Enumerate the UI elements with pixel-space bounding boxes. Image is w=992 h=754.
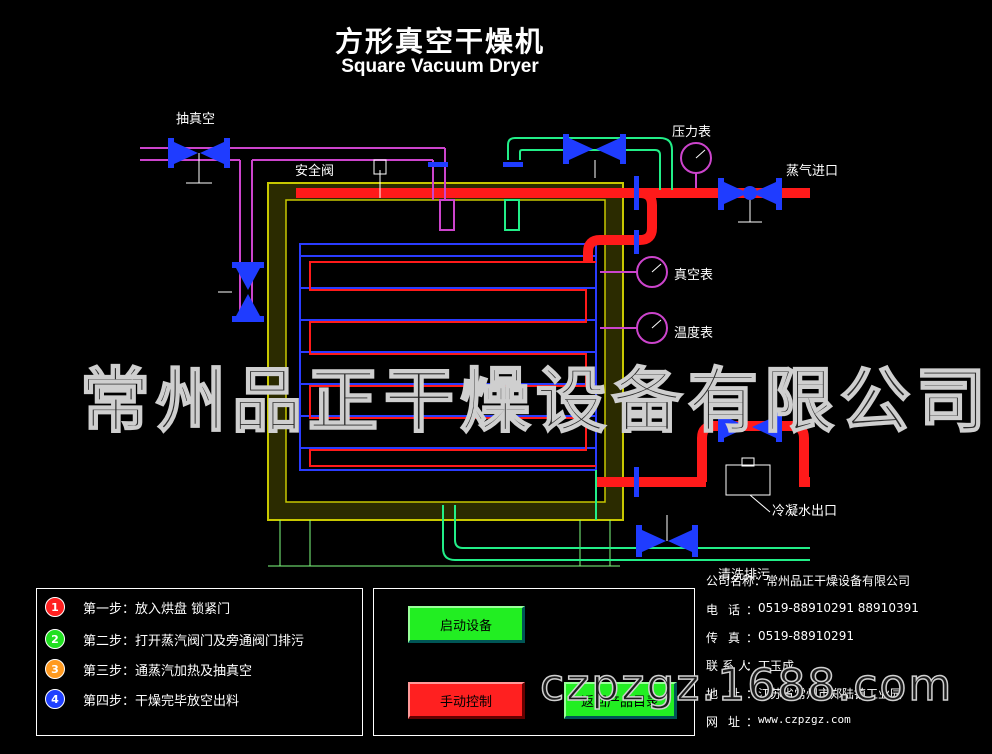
fax-row: 传真：0519-88910291 xyxy=(706,629,854,645)
valve-water[interactable] xyxy=(563,134,626,178)
phone-row: 电话：0519-88910291 88910391 xyxy=(706,601,919,617)
phone-key: 电话 xyxy=(706,603,751,617)
label-steam-inlet: 蒸气进口 xyxy=(786,164,839,179)
step-4: 4 第四步：干燥完毕放空出料 xyxy=(45,687,239,711)
start-button[interactable]: 启动设备 xyxy=(408,606,525,643)
address-row: 地址：江苏省常州市郑陆镇工业园 xyxy=(706,687,903,701)
step-3-text: 第三步：通蒸汽加热及抽真空 xyxy=(83,663,253,679)
step-2-text: 第二步：打开蒸汽阀门及旁通阀门排污 xyxy=(83,633,305,649)
valve-steam-inlet[interactable] xyxy=(718,178,782,223)
site-watermark: czpzgz.1688.com xyxy=(539,659,954,712)
label-temperature-gauge: 温度表 xyxy=(674,326,714,341)
step-1-text: 第一步：放入烘盘 锁紧门 xyxy=(83,601,231,617)
step-3-badge: 3 xyxy=(45,659,65,679)
label-safety-valve: 安全阀 xyxy=(295,164,335,179)
vacuum-pipe xyxy=(140,147,446,320)
valve-drain[interactable] xyxy=(636,515,698,557)
contact-key: 联系人 xyxy=(706,659,755,673)
steam-trap xyxy=(725,457,771,513)
label-condensate-outlet: 冷凝水出口 xyxy=(772,504,838,519)
valve-vacuum[interactable] xyxy=(168,138,230,184)
step-2-badge: 2 xyxy=(45,629,65,649)
manual-control-button[interactable]: 手动控制 xyxy=(408,682,525,719)
title-chinese: 方形真空干燥机 xyxy=(334,25,545,58)
address-key: 地址 xyxy=(706,687,751,701)
temperature-gauge-icon xyxy=(600,312,668,344)
contact-value: 丁玉成 xyxy=(758,659,795,673)
filters xyxy=(373,159,520,231)
label-drain: 清洗排污 xyxy=(718,568,771,583)
company-name: 常州品正干燥设备有限公司 xyxy=(766,574,911,588)
company-watermark: 常州品正干燥设备有限公司 xyxy=(79,359,992,443)
heating-shelves xyxy=(299,243,597,471)
web-row: 网址：www.czpzgz.com xyxy=(706,713,851,729)
step-4-badge: 4 xyxy=(45,689,65,709)
phone-value: 0519-88910291 88910391 xyxy=(758,601,919,615)
step-4-text: 第四步：干燥完毕放空出料 xyxy=(83,693,240,709)
company-name-row: 公司名称：常州品正干燥设备有限公司 xyxy=(706,574,911,588)
contact-row: 联系人：丁玉成 xyxy=(706,659,795,673)
address-value: 江苏省常州市郑陆镇工业园 xyxy=(758,687,903,701)
valve-condensate[interactable] xyxy=(718,412,782,442)
web-value[interactable]: www.czpzgz.com xyxy=(758,713,851,726)
step-1-badge: 1 xyxy=(45,597,65,617)
label-vacuum-gauge: 真空表 xyxy=(674,268,714,283)
fax-value: 0519-88910291 xyxy=(758,629,854,643)
valve-bypass[interactable] xyxy=(218,262,264,322)
label-vacuum-pump: 抽真空 xyxy=(176,112,216,127)
label-pressure-gauge: 压力表 xyxy=(672,125,712,140)
control-panel xyxy=(373,588,695,736)
flanges xyxy=(428,162,639,497)
company-name-key: 公司名称 xyxy=(706,574,755,588)
vacuum-gauge-icon xyxy=(600,256,668,288)
step-2: 2 第二步：打开蒸汽阀门及旁通阀门排污 xyxy=(45,627,304,651)
pressure-gauge-icon xyxy=(680,142,712,188)
steps-panel: 1 第一步：放入烘盘 锁紧门 2 第二步：打开蒸汽阀门及旁通阀门排污 3 第三步… xyxy=(36,588,363,736)
title-english: Square Vacuum Dryer xyxy=(341,56,539,77)
step-3: 3 第三步：通蒸汽加热及抽真空 xyxy=(45,657,252,681)
web-key: 网址 xyxy=(706,715,751,729)
step-1: 1 第一步：放入烘盘 锁紧门 xyxy=(45,595,230,619)
fax-key: 传真 xyxy=(706,631,751,645)
back-to-catalog-button[interactable]: 返回产品目录 xyxy=(564,682,677,719)
